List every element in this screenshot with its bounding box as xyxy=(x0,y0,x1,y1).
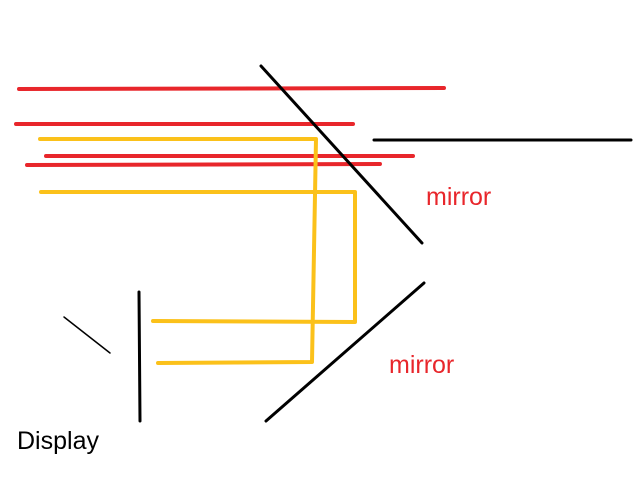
display-screen xyxy=(137,290,142,423)
red-beam-1 xyxy=(17,86,446,91)
mirror-bottom-label: mirror xyxy=(389,351,454,379)
yellow-path-outer xyxy=(38,137,318,365)
mirror-bottom xyxy=(264,281,426,423)
red-beam-4 xyxy=(25,162,382,167)
black-lines xyxy=(137,64,633,423)
mirror-top-label: mirror xyxy=(426,183,491,211)
red-beams xyxy=(14,86,446,167)
yellow-path-inner xyxy=(39,190,357,324)
mirror-top xyxy=(259,64,424,245)
viewer-line xyxy=(63,316,111,354)
yellow-beams xyxy=(38,137,357,365)
display-label: Display xyxy=(17,427,99,455)
